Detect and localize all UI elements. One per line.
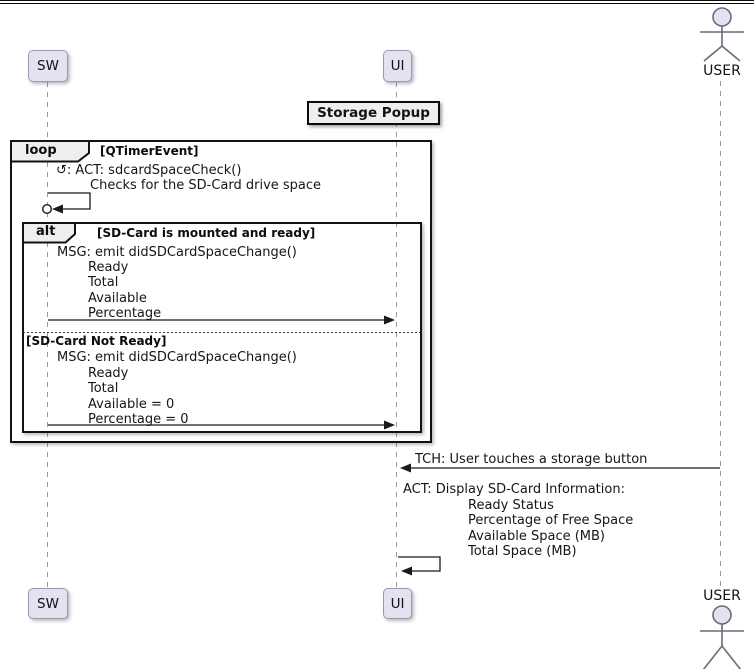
loop-condition: [QTimerEvent] bbox=[100, 144, 199, 158]
loop-frame bbox=[10, 140, 432, 443]
msg-param: Total bbox=[88, 275, 119, 291]
display-message-title: ACT: Display SD-Card Information: bbox=[403, 482, 625, 497]
alt-condition-not-ready: [SD-Card Not Ready] bbox=[26, 334, 167, 348]
check-message-detail: Checks for the SD-Card drive space bbox=[90, 178, 322, 194]
loop-keyword: loop bbox=[25, 143, 57, 158]
msg-param: Ready bbox=[88, 365, 129, 381]
alt-label-shape bbox=[22, 222, 76, 244]
user-actor-icon-bottom bbox=[700, 605, 744, 669]
alt-keyword: alt bbox=[36, 224, 56, 239]
msg-param: Percentage = 0 bbox=[88, 412, 189, 428]
participant-label-sw: SW bbox=[37, 595, 59, 612]
participant-box-ui-top: UI bbox=[383, 50, 412, 82]
participant-box-ui-bottom: UI bbox=[383, 588, 412, 619]
display-param: Ready Status bbox=[468, 497, 554, 513]
participant-label-sw: SW bbox=[37, 58, 59, 74]
divider-title-box: Storage Popup bbox=[307, 101, 440, 125]
check-message: ↺: ACT: sdcardSpaceCheck() Checks for th… bbox=[56, 163, 321, 193]
divider-title: Storage Popup bbox=[317, 105, 430, 121]
display-message: ACT: Display SD-Card Information: Ready … bbox=[403, 482, 633, 560]
participant-box-sw-bottom: SW bbox=[28, 588, 68, 619]
alt-separator bbox=[23, 332, 420, 333]
participant-box-sw-top: SW bbox=[28, 50, 68, 82]
display-param: Total Space (MB) bbox=[468, 544, 577, 559]
participant-label-ui: UI bbox=[390, 595, 405, 612]
check-message-title: : ACT: sdcardSpaceCheck() bbox=[66, 163, 242, 178]
user-actor-icon-top bbox=[700, 7, 744, 62]
arrow-display-info bbox=[398, 556, 441, 576]
touch-message: TCH: User touches a storage button bbox=[415, 452, 648, 467]
msg-param: Available bbox=[88, 290, 147, 306]
msg-title: MSG: emit didSDCardSpaceChange() bbox=[57, 245, 297, 260]
msg-param: Ready bbox=[88, 260, 129, 276]
msg-title: MSG: emit didSDCardSpaceChange() bbox=[57, 350, 297, 365]
msg-space-change-ready: MSG: emit didSDCardSpaceChange() Ready T… bbox=[57, 245, 297, 321]
actor-label-user-top: USER bbox=[703, 63, 741, 79]
msg-param: Available = 0 bbox=[88, 396, 175, 412]
loop-label-shape bbox=[10, 140, 90, 163]
lifeline-ui bbox=[396, 82, 397, 588]
display-param: Available Space (MB) bbox=[468, 528, 606, 544]
display-param: Percentage of Free Space bbox=[468, 513, 634, 528]
msg-param: Total bbox=[88, 381, 119, 397]
reload-icon: ↺ bbox=[56, 163, 67, 178]
lifeline-user bbox=[720, 81, 721, 586]
alt-condition-ready: [SD-Card is mounted and ready] bbox=[97, 226, 316, 240]
lifeline-sw bbox=[47, 82, 48, 588]
divider-double-line bbox=[0, 0, 754, 4]
participant-label-ui: UI bbox=[390, 58, 405, 74]
actor-label-user-bottom: USER bbox=[703, 588, 741, 604]
msg-space-change-not-ready: MSG: emit didSDCardSpaceChange() Ready T… bbox=[57, 350, 297, 428]
alt-frame bbox=[22, 222, 422, 433]
msg-param: Percentage bbox=[88, 305, 162, 321]
